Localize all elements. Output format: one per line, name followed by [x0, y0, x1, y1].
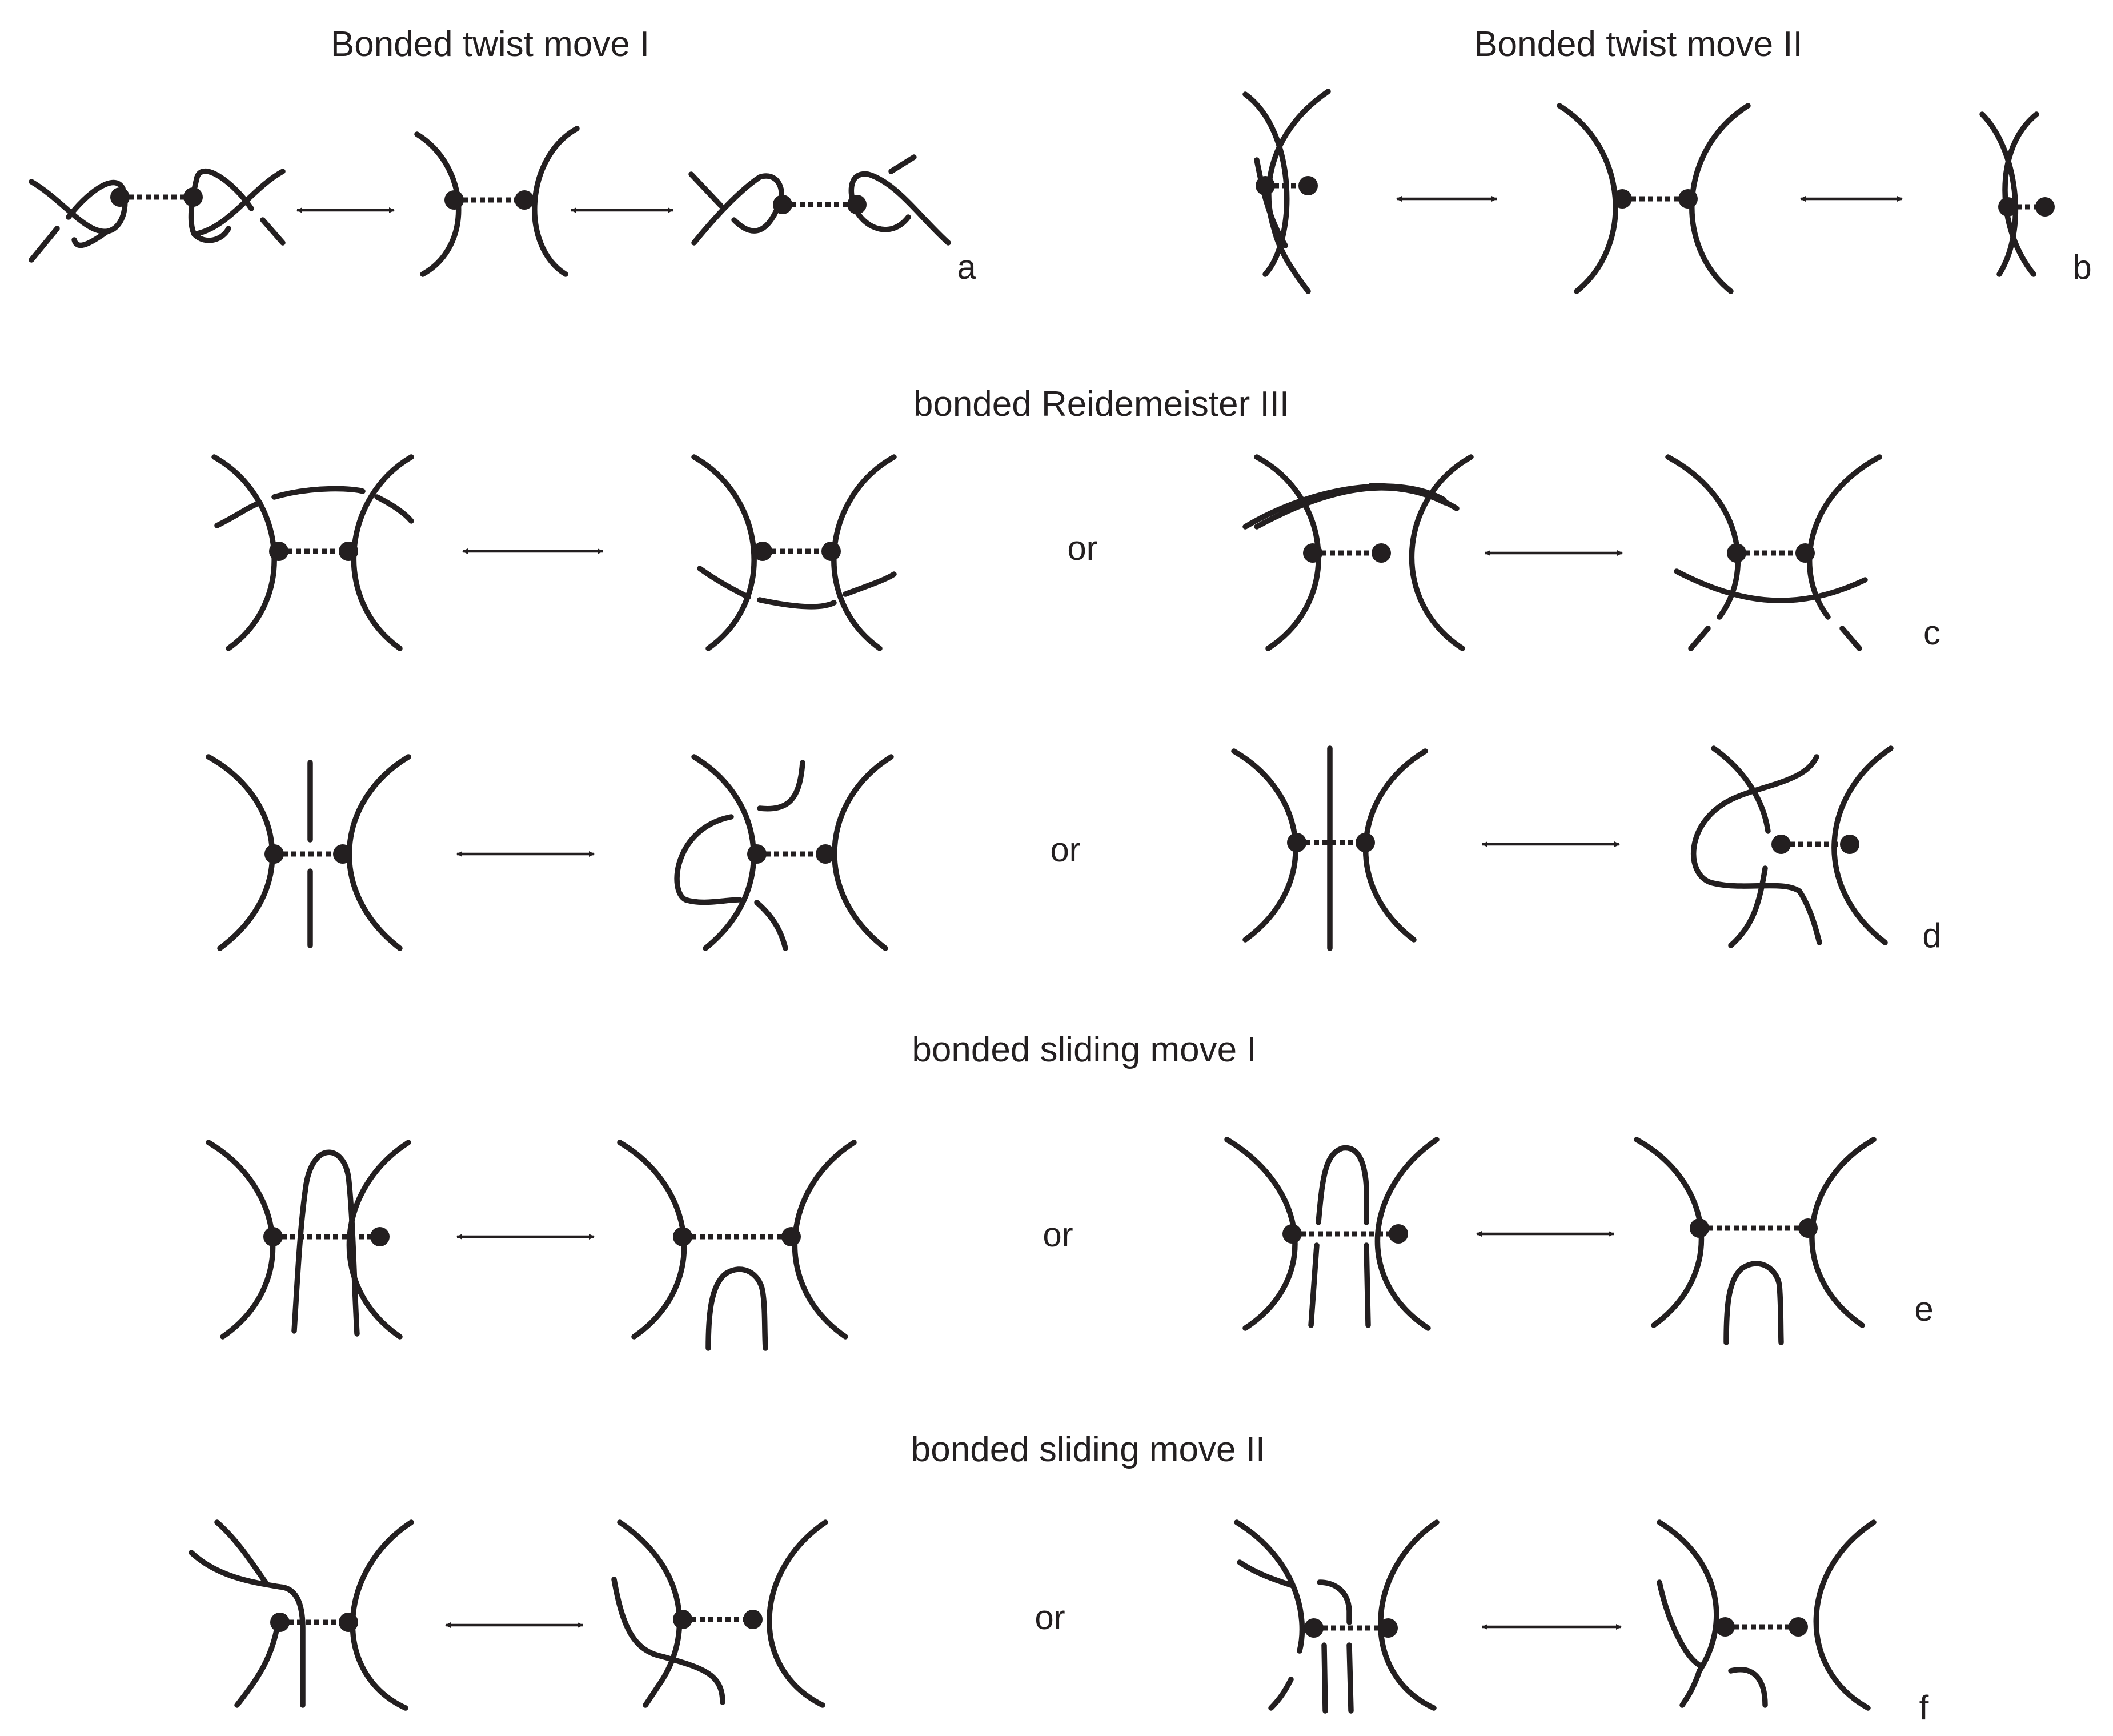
diagram-twist1-right	[688, 154, 951, 246]
diagram-d-4	[1690, 745, 1894, 948]
label-c: c	[1923, 614, 1940, 652]
diagram-c-2	[691, 454, 897, 651]
diagram-e-1	[206, 1140, 411, 1340]
diagram-f-3	[1234, 1519, 1440, 1714]
title-twist-move-2: Bonded twist move II	[1474, 25, 1803, 64]
label-e: e	[1914, 1290, 1933, 1328]
diagram-c-1	[211, 454, 414, 651]
or-c: or	[1067, 529, 1097, 567]
label-b: b	[2072, 248, 2091, 286]
diagram-twist1-left	[29, 168, 286, 263]
diagram-twist2-right	[1979, 111, 2055, 277]
diagram-e-4	[1634, 1137, 1877, 1345]
label-d: d	[1922, 916, 1941, 955]
label-a: a	[957, 248, 976, 286]
diagram-e-3	[1224, 1137, 1440, 1331]
diagram-d-3	[1231, 745, 1428, 951]
title-twist-move-1: Bonded twist move I	[331, 25, 649, 64]
diagram-f-2	[611, 1519, 828, 1708]
title-sliding-move-1: bonded sliding move I	[912, 1030, 1256, 1069]
title-reidemeister-3: bonded Reidemeister III	[913, 384, 1289, 424]
label-f: f	[1919, 1689, 1929, 1727]
diagram-twist2-middle	[1557, 103, 1751, 294]
diagram-c-3	[1242, 454, 1474, 651]
diagram-c-4	[1665, 454, 1882, 651]
or-e: or	[1043, 1216, 1073, 1254]
diagram-f-4	[1657, 1519, 1877, 1711]
title-sliding-move-2: bonded sliding move II	[911, 1430, 1265, 1469]
diagram-twist2-left	[1242, 89, 1331, 294]
or-d: or	[1050, 831, 1080, 869]
diagram-f-1	[189, 1519, 414, 1711]
diagram-d-1	[206, 754, 411, 951]
diagram-d-2	[674, 754, 894, 951]
diagram-e-2	[617, 1140, 857, 1351]
diagram-twist1-middle	[414, 126, 580, 277]
or-f: or	[1035, 1598, 1065, 1637]
